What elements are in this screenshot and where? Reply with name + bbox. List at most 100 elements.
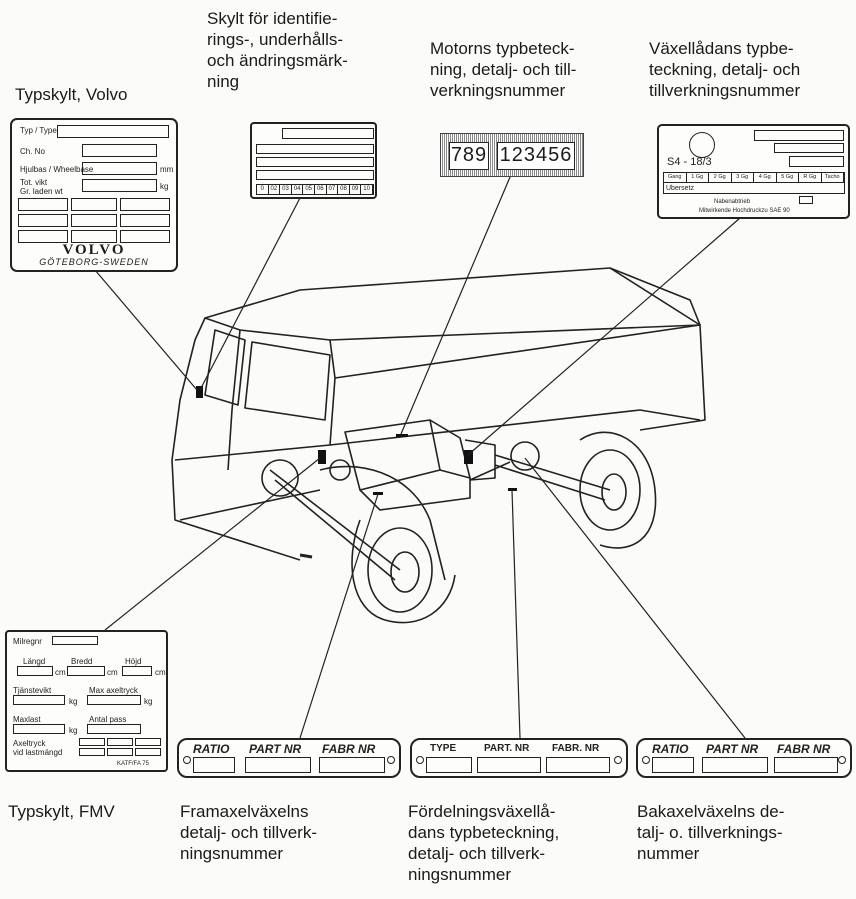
ident-plate-field (282, 128, 374, 139)
fmv-unit-kg-1: kg (69, 697, 78, 706)
label-motor: Motorns typbeteck- ning, detalj- och til… (430, 39, 577, 100)
volvo-plate-unit-mm: mm (160, 165, 174, 174)
gearbox-field (789, 156, 844, 167)
gearbox-footer2: Mitwirkende Hochdruckzu SAE 90 (699, 208, 790, 214)
volvo-plate-field-chno (82, 144, 157, 157)
front-axle-field-partnr (245, 757, 311, 773)
gearbox-field (754, 130, 844, 141)
fmv-field (13, 724, 65, 734)
gearbox-row2: Ubersetz (663, 183, 845, 194)
ident-number-cell: 0 (257, 185, 269, 194)
fmv-unit-kg-2: kg (144, 697, 153, 706)
label-typskylt-volvo: Typskylt, Volvo (15, 85, 128, 104)
volvo-plate-grid-cell (71, 198, 117, 211)
gearbox-footer-field (799, 196, 813, 204)
transfer-field-type (426, 757, 472, 773)
volvo-plate-grid-cell (18, 214, 68, 227)
volvo-plate-unit-kg: kg (160, 182, 169, 191)
gearbox-field (774, 143, 844, 153)
fmv-field (17, 666, 53, 676)
transfer-label-type: TYPE (430, 743, 457, 754)
volvo-plate-field-wheelbase (82, 162, 157, 175)
fmv-unit-cm-2: cm (107, 668, 118, 677)
label-framaxel: Framaxelväxelns detalj- och tillverk- ni… (180, 802, 317, 863)
volvo-plate-grid-cell (18, 198, 68, 211)
rear-axle-plate: RATIO PART NR FABR NR (636, 738, 852, 778)
fmv-label-langd: Längd (23, 657, 46, 666)
transfer-hole-left-icon (416, 756, 424, 764)
gear-cell: Tacho (822, 173, 844, 182)
front-axle-plate: RATIO PART NR FABR NR (177, 738, 401, 778)
gear-cell: 5 Gg (777, 173, 799, 182)
transfer-case-plate: TYPE PART. NR FABR. NR (410, 738, 628, 778)
rear-axle-hole-left-icon (642, 756, 650, 764)
label-typskylt-fmv: Typskylt, FMV (8, 802, 115, 821)
label-skylt-identifiering: Skylt för identifie- rings-, underhålls-… (207, 9, 348, 91)
volvo-plate-label-wheelbase: Hjulbas / Wheelbase (20, 165, 94, 174)
transfer-label-fabrnr: FABR. NR (552, 743, 600, 754)
rear-axle-label-fabrnr: FABR NR (777, 742, 831, 756)
fmv-label-maxlast: Maxlast (13, 715, 41, 724)
fmv-label-max-axeltryck: Max axeltryck (89, 686, 138, 695)
fmv-field (67, 666, 105, 676)
volvo-plate-grid-cell (120, 198, 170, 211)
rear-axle-label-ratio: RATIO (652, 742, 689, 756)
ident-plate-field (256, 157, 374, 167)
volvo-plate-field-type (57, 125, 169, 138)
fmv-field (87, 695, 141, 705)
ident-number-cell: 04 (292, 185, 304, 194)
gear-cell: R Gg (799, 173, 822, 182)
ident-number-cell: 07 (327, 185, 339, 194)
ident-number-cell: 02 (269, 185, 281, 194)
fmv-field (79, 738, 105, 746)
ident-number-cell: 10 (361, 185, 373, 194)
gear-cell: 1 Gg (687, 173, 709, 182)
fmv-label-antal-pass: Antal pass (89, 715, 127, 724)
fmv-field (79, 748, 105, 756)
fmv-field (135, 738, 161, 746)
rear-axle-label-partnr: PART NR (706, 742, 759, 756)
volvo-plate-grid-cell (18, 230, 68, 243)
volvo-city-text: GÖTEBORG-SWEDEN (39, 257, 149, 267)
gear-cell: 4 Gg (754, 173, 777, 182)
rear-axle-field-ratio (652, 757, 694, 773)
front-axle-label-ratio: RATIO (193, 742, 230, 756)
ident-number-cell: 05 (303, 185, 315, 194)
ident-number-cell: 06 (315, 185, 327, 194)
engine-serial-number: 123456 (497, 142, 575, 170)
fmv-label-vid-lastmangd: vid lastmängd (13, 748, 63, 757)
fmv-label-axeltryck: Axeltryck (13, 739, 46, 748)
front-axle-label-partnr: PART NR (249, 742, 302, 756)
ident-number-cell: 08 (338, 185, 350, 194)
fmv-label-hojd: Höjd (125, 657, 142, 666)
fmv-unit-kg-3: kg (69, 726, 78, 735)
transfer-field-fabrnr (546, 757, 610, 773)
fmv-type-plate: Milregnr Längd cm Bredd cm Höjd cm Tjäns… (5, 630, 168, 772)
volvo-type-plate: Typ / Type Ch. No Hjulbas / Wheelbase mm… (10, 118, 178, 272)
ident-number-cell: 03 (280, 185, 292, 194)
label-fordelning: Fördelningsväxellå- dans typbeteckning, … (408, 802, 560, 884)
gearbox-row2-label: Ubersetz (666, 185, 695, 192)
fmv-field (107, 738, 133, 746)
rear-axle-hole-right-icon (838, 756, 846, 764)
volvo-brand-text: VOLVO (62, 242, 126, 258)
volvo-plate-label-type: Typ / Type (20, 126, 57, 135)
ident-plate-field (256, 144, 374, 154)
front-axle-label-fabrnr: FABR NR (322, 742, 376, 756)
fmv-unit-cm-3: cm (155, 668, 166, 677)
volvo-plate-grid-cell (71, 214, 117, 227)
rear-axle-field-partnr (702, 757, 768, 773)
label-bakaxel: Bakaxelväxelns de- talj- o. tillverkning… (637, 802, 785, 863)
front-axle-hole-left-icon (183, 756, 191, 764)
transfer-field-partnr (477, 757, 541, 773)
fmv-label-tjanstevikt: Tjänstevikt (13, 686, 52, 695)
fmv-label-milregnr: Milregnr (13, 637, 42, 646)
fmv-field (122, 666, 152, 676)
fmv-field (52, 636, 98, 645)
label-vaxellada: Växellådans typbe- teckning, detalj- och… (649, 39, 801, 100)
engine-type-number: 789 (449, 142, 489, 170)
